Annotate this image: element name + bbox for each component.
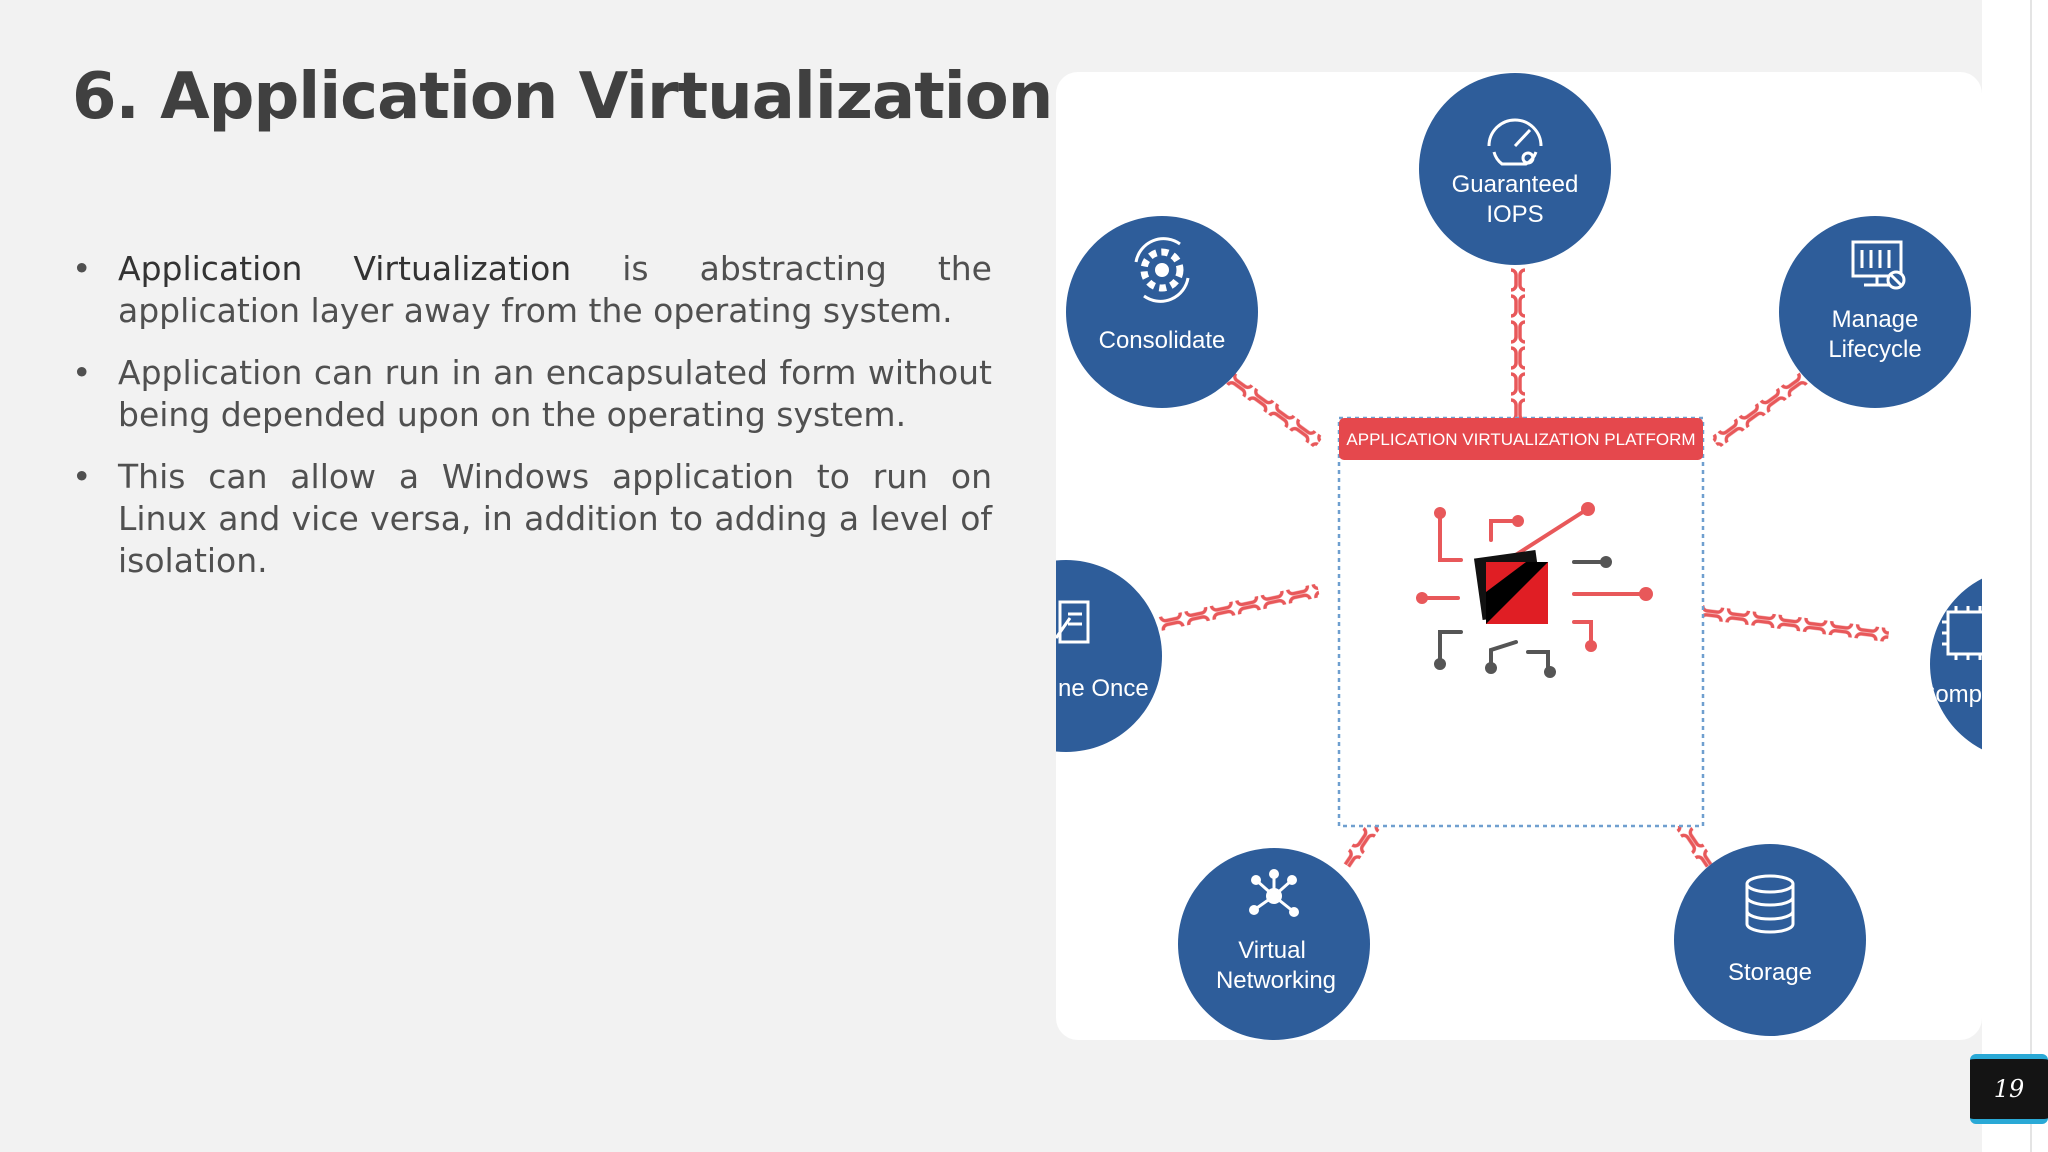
chip-logo-icon (1416, 502, 1653, 678)
node-label: Guaranteed (1452, 171, 1579, 198)
virtualization-diagram: APPLICATION VIRTUALIZATION PLATFORM (1056, 72, 1982, 1040)
bullet-dot: • (72, 353, 92, 392)
document-edit-icon (1056, 600, 1090, 644)
node-consolidate: Consolidate (1066, 216, 1258, 408)
speedometer-icon (1487, 118, 1543, 166)
bullet-item: • Application Virtualization is abstracti… (72, 248, 992, 332)
gear-cycle-icon (1134, 237, 1190, 303)
node-virtual-networking: Virtual Networking (1178, 848, 1370, 1040)
node-manage-lifecycle: Manage Lifecycle (1779, 216, 1971, 408)
right-divider (2030, 0, 2032, 1152)
node-storage: Storage (1674, 844, 1866, 1036)
node-label: Lifecycle (1828, 336, 1921, 363)
node-label: Virtual (1238, 937, 1306, 964)
bullet-text: Application can run in an encapsulated f… (118, 353, 992, 434)
monitor-settings-icon (1851, 240, 1906, 290)
node-label: Manage (1832, 306, 1919, 333)
platform-box: APPLICATION VIRTUALIZATION PLATFORM (1337, 416, 1705, 828)
node-label: Comp (1918, 681, 1982, 708)
node-left-partial: ne Once (1056, 560, 1162, 752)
bullet-dot: • (72, 457, 92, 496)
platform-header (1339, 418, 1703, 460)
bullet-lead: Application Virtualization (118, 249, 572, 288)
bullet-item: • Application can run in an encapsulated … (72, 352, 992, 436)
bullet-dot: • (72, 249, 92, 288)
node-guaranteed-iops: Guaranteed IOPS (1419, 73, 1611, 265)
bullet-item: • This can allow a Windows application to… (72, 456, 992, 582)
bullet-list: • Application Virtualization is abstracti… (72, 248, 992, 602)
node-right-partial: Comp (1918, 578, 1982, 750)
network-hub-icon (1249, 869, 1299, 917)
slide-title: 6. Application Virtualization (72, 60, 1053, 134)
node-label: ne Once (1058, 675, 1149, 702)
bullet-text: This can allow a Windows application to … (118, 457, 992, 580)
node-label: Consolidate (1099, 327, 1226, 354)
node-label: Storage (1728, 959, 1812, 986)
database-icon (1745, 874, 1795, 934)
right-margin-strip (1982, 0, 2048, 1152)
platform-label: APPLICATION VIRTUALIZATION PLATFORM (1346, 430, 1695, 449)
node-label: Networking (1216, 967, 1336, 994)
chip-icon (1942, 606, 1982, 660)
node-label: IOPS (1486, 201, 1543, 228)
bullet-text: is abstracting the application layer awa… (118, 249, 992, 330)
slide-number-badge: 19 (1970, 1054, 2048, 1124)
